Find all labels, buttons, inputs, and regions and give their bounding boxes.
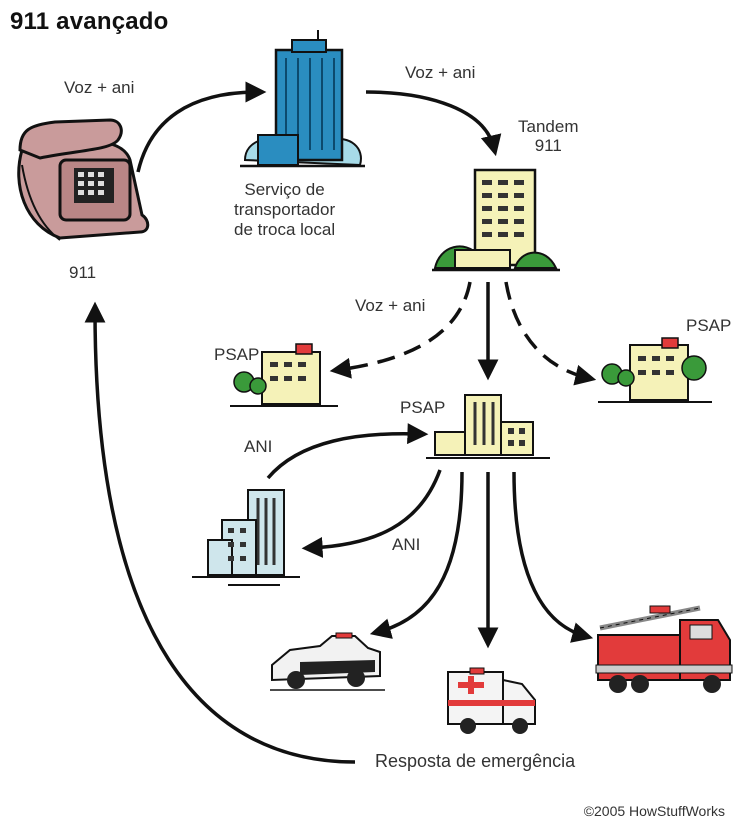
label-phone-911: 911	[69, 263, 97, 282]
psap-right-building-icon	[598, 337, 712, 403]
label-carrier: Serviço de transportador de troca local	[234, 180, 336, 239]
label-psap-left: PSAP	[214, 345, 260, 364]
arrow-to-police	[369, 471, 464, 639]
arrow-to-fire-truck	[512, 471, 594, 643]
flow-arrows	[84, 81, 597, 764]
arrow-phone-to-carrier	[136, 81, 267, 173]
copyright-notice: ©2005 HowStuffWorks	[583, 803, 725, 819]
ambulance-icon	[447, 667, 536, 734]
fire-truck-icon	[595, 605, 733, 693]
label-tandem-to-psaps: Voz + ani	[355, 296, 426, 315]
label-ani-out: ANI	[392, 535, 421, 554]
arrow-tandem-to-psap-right	[504, 281, 597, 386]
carrier-building-icon	[240, 30, 365, 168]
label-ani-in: ANI	[244, 437, 273, 456]
label-tandem: Tandem 911	[518, 117, 579, 155]
arrow-ani-in	[266, 423, 429, 480]
arrow-response-to-phone	[84, 301, 356, 764]
ali-database-building-icon	[192, 489, 300, 586]
label-emergency-response: Resposta de emergência	[375, 751, 576, 771]
tandem-building-icon	[432, 168, 560, 272]
psap-center-building-icon	[426, 394, 550, 459]
arrow-tandem-to-psap-left	[329, 281, 472, 379]
label-psap-center: PSAP	[400, 398, 446, 417]
label-carrier-to-tandem: Voz + ani	[405, 63, 476, 82]
psap-left-building-icon	[230, 343, 338, 407]
arrow-carrier-to-tandem	[365, 90, 502, 157]
police-car-icon	[270, 632, 385, 691]
telephone-icon	[17, 118, 150, 241]
label-psap-right: PSAP	[686, 316, 732, 335]
diagram-title: 911 avançado	[10, 8, 169, 35]
arrow-ani-out	[301, 469, 442, 558]
label-phone-to-carrier: Voz + ani	[64, 78, 135, 97]
